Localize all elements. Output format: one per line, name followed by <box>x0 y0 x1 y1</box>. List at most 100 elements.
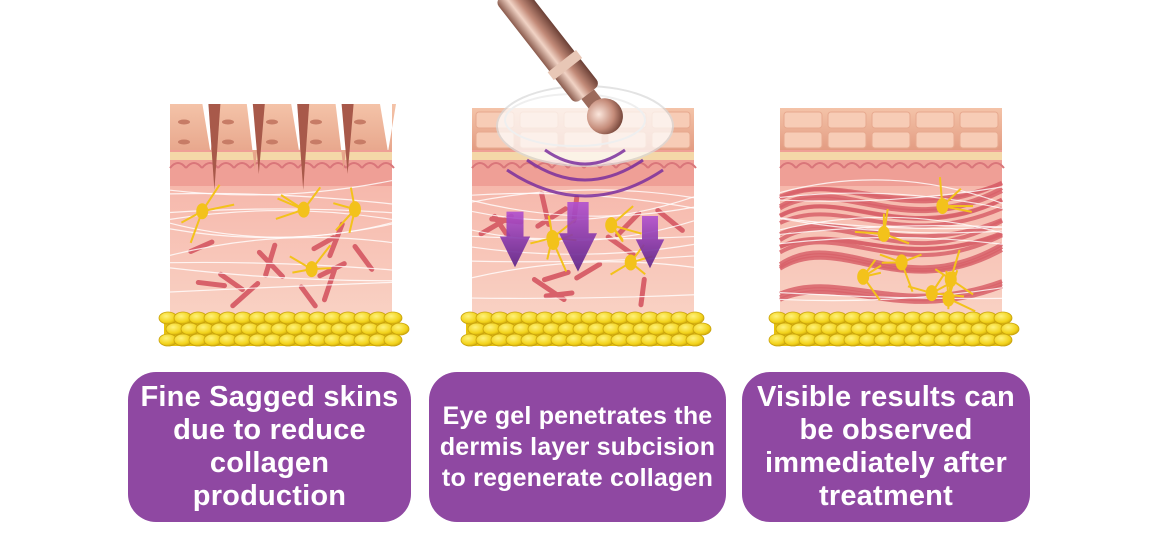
elastin-fiber <box>169 179 393 196</box>
papillary-wave <box>827 162 845 169</box>
fibroblast-cell <box>624 254 637 271</box>
penetration-arrow <box>635 216 665 269</box>
papillary-wave <box>487 162 505 169</box>
papillary-wave <box>779 162 797 169</box>
papillary-wave <box>955 162 973 169</box>
elastin-fiber <box>169 236 393 256</box>
papillary-wave <box>843 162 861 169</box>
papillary-wave <box>679 162 697 169</box>
fibroblast-cell <box>942 290 955 307</box>
papillary-wave <box>329 162 347 169</box>
skin-pore <box>266 119 278 125</box>
epidermis-cell <box>871 131 911 149</box>
papillary-wave <box>891 162 909 169</box>
collagen-fragment <box>615 210 642 238</box>
skin-pore <box>222 119 234 125</box>
papillary-wave <box>907 162 925 169</box>
elastin-fiber <box>169 267 393 282</box>
collagen-fragment <box>327 221 345 259</box>
collagen-fiber <box>779 206 1003 228</box>
wrinkle-groove <box>341 104 354 174</box>
epidermis-cell <box>827 111 867 129</box>
papillary-wave <box>971 162 989 169</box>
collagen-fragment <box>543 290 575 299</box>
fibroblast-cell <box>305 261 318 278</box>
collagen-fiber <box>779 279 1003 298</box>
papillary-wave <box>169 162 187 169</box>
papillary-wave <box>361 162 379 169</box>
epidermis-cell <box>783 131 823 149</box>
epidermis-cell <box>871 111 911 129</box>
collagen-fiber <box>778 245 1004 273</box>
fat-cell <box>685 333 705 347</box>
fat-cell <box>993 333 1013 347</box>
collagen-fragment <box>541 269 571 283</box>
fibroblast-cell <box>196 203 209 220</box>
fibroblast-cell <box>895 254 908 271</box>
papillary-wave <box>987 162 1005 169</box>
fat-cell <box>390 322 410 336</box>
penetration-arrow <box>559 202 597 272</box>
epidermis-cell <box>783 111 823 129</box>
skin-pore <box>178 139 190 145</box>
caption-text-gel-penetration: Eye gel penetrates the dermis layer subc… <box>439 401 716 492</box>
collagen-fiber <box>779 232 1003 251</box>
caption-text-sagged-skin: Fine Sagged skins due to reduce collagen… <box>140 381 399 512</box>
skin-pore <box>178 119 190 125</box>
caption-gel-penetration: Eye gel penetrates the dermis layer subc… <box>429 372 726 522</box>
collagen-fragment <box>195 279 228 289</box>
collagen-fiber <box>779 284 1003 304</box>
elastin-fiber <box>779 292 1003 300</box>
epidermis-cell <box>915 131 955 149</box>
papillary-wave <box>875 162 893 169</box>
papillary-wave <box>201 162 219 169</box>
elastin-fiber <box>169 281 393 293</box>
skin-pore <box>266 139 278 145</box>
fibroblast-cell <box>297 201 310 218</box>
vibration-wave <box>526 158 644 182</box>
elastin-fiber <box>169 222 393 238</box>
collagen-fragment <box>218 271 245 293</box>
papillary-wave <box>647 162 665 169</box>
fibroblast-cell <box>857 268 870 285</box>
collagen-fragment <box>535 206 568 229</box>
pen-ring <box>547 50 583 81</box>
collagen-fiber <box>779 180 1003 204</box>
collagen-fragment <box>574 261 603 281</box>
fibroblast-cell <box>348 201 361 218</box>
fibroblast-cell <box>936 198 949 215</box>
collagen-fiber <box>779 197 1003 221</box>
papillary-wave <box>377 162 395 169</box>
pen-barrel <box>497 0 598 102</box>
fat-cell <box>692 322 712 336</box>
elastin-fiber <box>779 216 1003 234</box>
collagen-fragment <box>638 276 647 308</box>
papillary-wave <box>503 162 521 169</box>
collagen-fragment <box>539 191 552 227</box>
epidermis-cell <box>959 111 999 129</box>
fibroblast-cell <box>605 217 618 234</box>
papillary-wave <box>795 162 813 169</box>
papillary-wave <box>233 162 251 169</box>
collagen-fiber <box>778 186 1003 212</box>
elastin-fiber <box>471 294 695 300</box>
fat-cell <box>993 311 1013 325</box>
elastin-fiber <box>471 261 695 279</box>
collagen-fiber <box>778 242 1004 270</box>
caption-visible-results: Visible results can be observed immediat… <box>742 372 1030 522</box>
collagen-fragment <box>298 284 318 309</box>
basal-strip <box>780 152 1002 160</box>
collagen-fragment <box>655 207 685 233</box>
elastin-fiber <box>779 179 1003 204</box>
papillary-wave <box>281 162 299 169</box>
skin-illustration-canvas <box>158 0 1020 347</box>
elastin-fiber <box>471 189 695 203</box>
skin-pore <box>354 139 366 145</box>
sagged-skin-cross-section <box>158 104 410 347</box>
fat-cell <box>383 333 403 347</box>
fat-cell <box>1000 322 1020 336</box>
papillary-wave <box>811 162 829 169</box>
caption-text-visible-results: Visible results can be observed immediat… <box>757 381 1015 512</box>
fibroblast-cell <box>925 285 938 302</box>
